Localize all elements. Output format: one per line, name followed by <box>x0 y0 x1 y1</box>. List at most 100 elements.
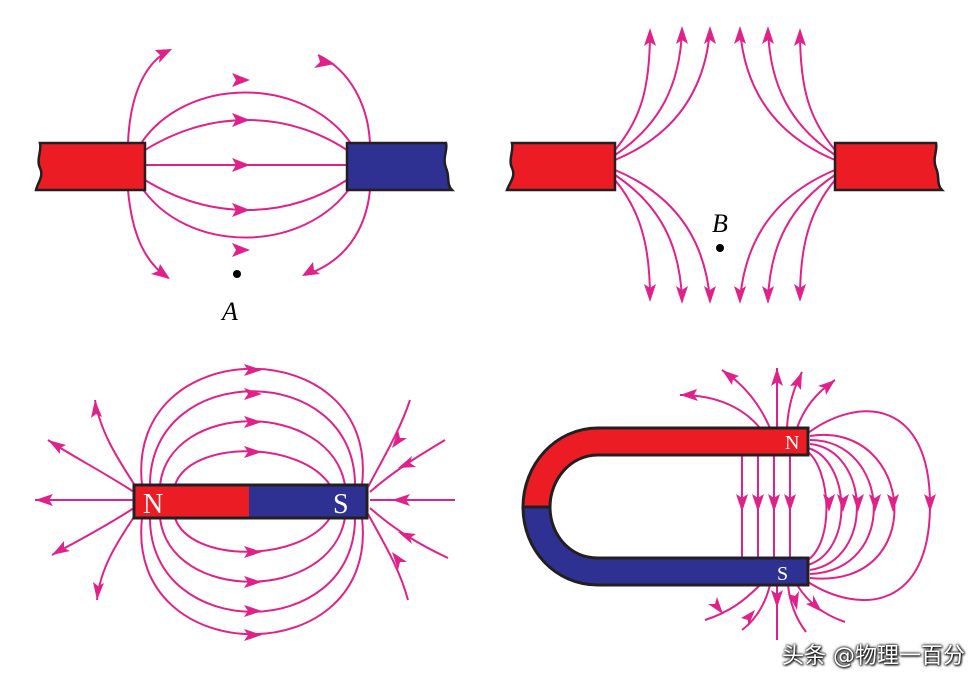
arrow-head <box>244 576 262 588</box>
field-line <box>127 49 171 144</box>
arrow-head <box>752 494 764 512</box>
field-line <box>174 517 331 553</box>
field-line <box>304 189 371 276</box>
field-line <box>614 29 711 161</box>
bar-magnet-north-half <box>134 485 249 518</box>
field-arrows-horseshoe <box>680 368 936 627</box>
panel-unlike-poles: A <box>34 49 456 326</box>
field-line <box>807 451 828 561</box>
north-pole-block-left <box>505 141 617 192</box>
field-line <box>796 584 846 623</box>
field-line <box>799 179 836 299</box>
bar-magnet-outline <box>132 483 369 520</box>
arrow-head <box>644 28 656 46</box>
arrow-head <box>704 286 716 304</box>
arrow-head <box>869 494 881 512</box>
field-line <box>94 399 137 488</box>
field-line <box>149 390 356 486</box>
arrow-head <box>244 629 262 641</box>
field-line <box>174 450 331 486</box>
arrow-head <box>837 494 849 512</box>
arrow-head <box>93 582 104 600</box>
field-line <box>799 31 836 151</box>
bar-magnet-north-label: N <box>143 489 163 520</box>
field-line <box>614 29 683 156</box>
arrow-head <box>244 605 262 617</box>
north-pole-block-left <box>34 141 147 192</box>
arrow-head <box>155 49 172 63</box>
horseshoe-north-arm <box>521 426 810 509</box>
panel-bar-magnet: N S <box>35 364 455 641</box>
north-pole-block-right <box>833 141 946 192</box>
arrow-head <box>768 494 780 512</box>
arrow-head <box>762 286 774 304</box>
arrow-head <box>734 286 746 304</box>
arrow-head <box>771 368 783 386</box>
arrow-head <box>887 494 899 512</box>
field-line <box>144 119 348 151</box>
field-arrows-unlike <box>151 49 335 279</box>
field-line <box>767 29 836 156</box>
horseshoe-south-label: S <box>777 563 788 585</box>
arrow-head <box>794 28 806 46</box>
field-arrows-like <box>644 26 806 304</box>
arrow-head <box>736 494 748 512</box>
arrow-head <box>232 243 250 257</box>
field-line <box>614 179 651 299</box>
arrow-head <box>734 26 746 44</box>
arrow-head <box>704 26 716 44</box>
arrow-head <box>398 456 416 468</box>
field-line <box>47 439 135 493</box>
arrow-head <box>244 364 262 376</box>
arrow-head <box>244 416 262 428</box>
arrow-head <box>676 286 688 304</box>
field-line <box>369 507 449 559</box>
arrow-head <box>806 595 822 612</box>
arrow-head <box>818 380 835 395</box>
arrow-head <box>741 610 755 627</box>
arrow-head <box>91 400 102 418</box>
field-lines-unlike <box>127 49 371 279</box>
field-line <box>140 367 364 486</box>
arrow-head <box>392 494 410 506</box>
field-line <box>787 584 807 633</box>
arrow-head <box>790 372 802 390</box>
bar-magnet-south-label: S <box>333 489 349 520</box>
arrow-head <box>392 430 407 448</box>
field-lines-like <box>614 29 836 301</box>
arrow-head <box>35 494 53 506</box>
field-arrows-bar <box>35 364 416 641</box>
arrow-head <box>784 494 796 512</box>
field-line <box>739 169 836 301</box>
horseshoe-north-label: N <box>785 432 799 454</box>
arrow-head <box>151 264 170 279</box>
arrow-head <box>232 203 250 217</box>
arrow-head <box>823 494 835 512</box>
field-line <box>127 189 169 279</box>
horseshoe-south-arm <box>521 505 810 587</box>
arrow-head <box>794 284 806 302</box>
arrow-head <box>852 494 864 512</box>
arrow-head <box>48 440 66 454</box>
arrow-head <box>392 552 407 570</box>
field-line <box>144 179 348 211</box>
arrow-head <box>676 26 688 44</box>
arrow-head <box>244 446 262 458</box>
field-line <box>367 399 411 488</box>
field-line <box>614 174 683 301</box>
field-line <box>767 174 836 301</box>
arrow-head <box>771 590 783 608</box>
arrow-head <box>232 73 250 87</box>
panel-like-poles: B <box>505 26 946 304</box>
arrow-head <box>788 591 799 610</box>
arrow-head <box>244 546 262 558</box>
field-line <box>139 91 353 146</box>
field-line <box>139 184 353 239</box>
arrow-head <box>722 370 739 385</box>
arrow-head <box>924 494 936 512</box>
field-line <box>614 31 651 151</box>
field-line <box>317 54 371 144</box>
arrow-head <box>680 389 698 401</box>
